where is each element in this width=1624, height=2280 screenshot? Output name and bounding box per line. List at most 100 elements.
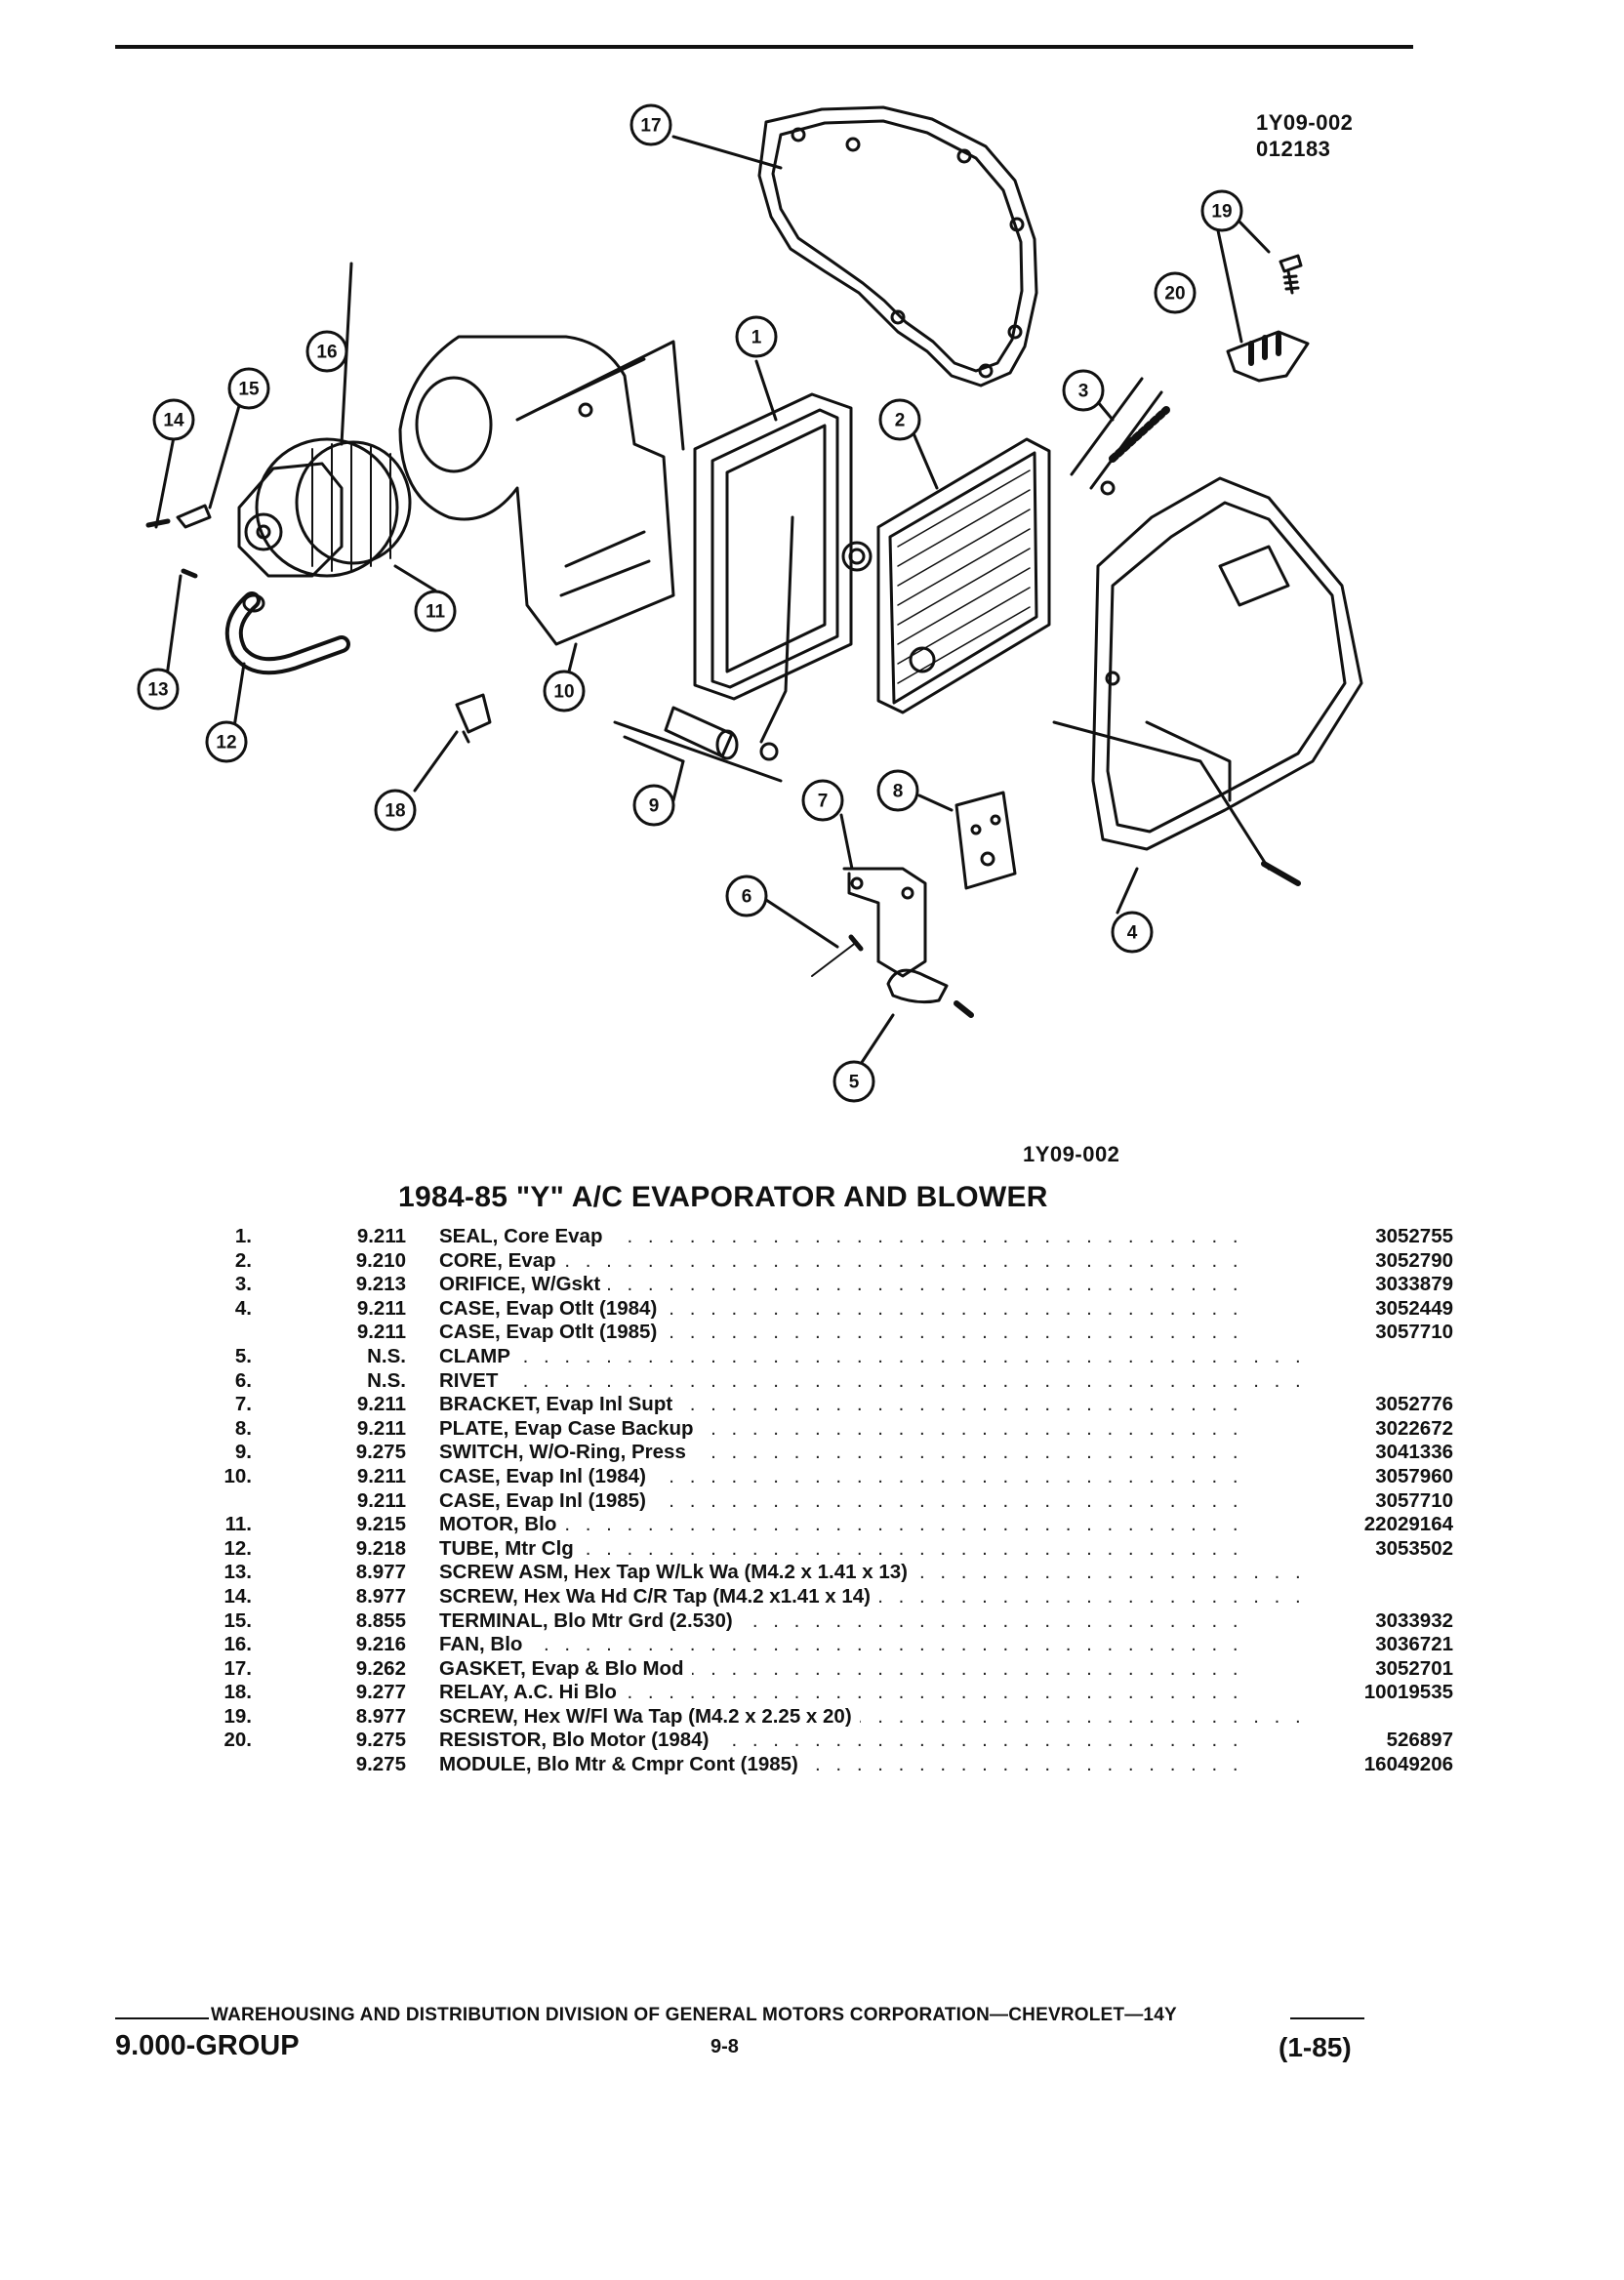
callout-10: 10 — [543, 670, 586, 712]
group-number: 8.855 — [355, 1608, 406, 1632]
item-number: 4. — [234, 1296, 252, 1320]
svg-text:20: 20 — [1164, 284, 1185, 305]
part-description: . . . . . . . . . . . . . . . . . . . . … — [439, 1441, 1313, 1465]
evap-core-part — [759, 437, 1051, 744]
item-number: 8. — [234, 1416, 252, 1440]
part-description: . . . . . . . . . . . . . . . . . . . . … — [439, 1729, 1313, 1753]
footer-organization: WAREHOUSING AND DISTRIBUTION DIVISION OF… — [211, 2005, 1177, 2025]
parts-list: 1.9.211. . . . . . . . . . . . . . . . .… — [209, 1225, 1453, 1777]
part-number: 3033932 — [1238, 1608, 1453, 1634]
part-description: . . . . . . . . . . . . . . . . . . . . … — [439, 1393, 1313, 1417]
part-name: SWITCH, W/O-Ring, Press — [439, 1441, 694, 1464]
part-name: SCREW, Hex W/Fl Wa Tap (M4.2 x 2.25 x 20… — [439, 1704, 860, 1728]
part-description: . . . . . . . . . . . . . . . . . . . . … — [439, 1416, 1313, 1442]
parts-row: 19.8.977. . . . . . . . . . . . . . . . … — [209, 1704, 1313, 1730]
parts-row: 5. N.S. . . . . . . . . . . . . . . . . . … — [209, 1344, 1313, 1369]
figure-id-top: 1Y09-002 012183 — [1256, 109, 1353, 162]
part-number: 3053502 — [1238, 1536, 1453, 1562]
parts-row: 8. 9.211 . . . . . . . . . . . . . . . . .… — [209, 1416, 1453, 1442]
part-description: . . . . . . . . . . . . . . . . . . . . … — [439, 1704, 1313, 1730]
parts-row: 9.9.275. . . . . . . . . . . . . . . . .… — [209, 1441, 1453, 1465]
item-number: 18. — [223, 1681, 253, 1704]
part-description: . . . . . . . . . . . . . . . . . . . . … — [439, 1273, 1313, 1297]
dot-leader: . . . . . . . . . . . . . . . . . . . . … — [439, 1344, 1313, 1367]
callout-18: 18 — [374, 789, 417, 832]
callout-16: 16 — [305, 330, 348, 373]
part-name: CLAMP — [439, 1344, 518, 1367]
callout-6: 6 — [725, 875, 768, 917]
part-name: SCREW ASM, Hex Tap W/Lk Wa (M4.2 x 1.41 … — [439, 1561, 915, 1584]
group-number: 9.211 — [356, 1416, 406, 1440]
group-number: N.S. — [367, 1344, 406, 1367]
part-number: 3052449 — [1238, 1296, 1453, 1322]
parts-row: 7.9.211. . . . . . . . . . . . . . . . .… — [209, 1393, 1453, 1417]
callout-7: 7 — [801, 779, 844, 822]
callout-12: 12 — [205, 720, 248, 763]
part-name: MODULE, Blo Mtr & Cmpr Cont (1985) — [439, 1753, 806, 1776]
part-name: CASE, Evap Otlt (1985) — [439, 1321, 666, 1344]
parts-row: 15.8.855. . . . . . . . . . . . . . . . … — [209, 1608, 1453, 1634]
top-rule — [115, 45, 1413, 49]
svg-text:10: 10 — [553, 682, 574, 703]
parts-row: 2. 9.210 . . . . . . . . . . . . . . . . .… — [209, 1248, 1453, 1274]
part-description: . . . . . . . . . . . . . . . . . . . . … — [439, 1681, 1313, 1705]
group-number: 9.210 — [355, 1248, 406, 1272]
group-number: 8.977 — [355, 1584, 406, 1608]
item-number: 20. — [223, 1729, 253, 1752]
group-number: 9.277 — [355, 1681, 406, 1704]
item-number: 10. — [223, 1464, 253, 1487]
part-number: 3052755 — [1238, 1225, 1453, 1249]
part-name: RESISTOR, Blo Motor (1984) — [439, 1729, 717, 1752]
part-name: FAN, Blo — [439, 1633, 531, 1656]
part-description: . . . . . . . . . . . . . . . . . . . . … — [439, 1464, 1313, 1489]
callout-9: 9 — [632, 784, 675, 827]
resistor-part — [1226, 330, 1310, 383]
parts-row: 3.9.213. . . . . . . . . . . . . . . . .… — [209, 1273, 1453, 1297]
part-number: 3033879 — [1238, 1273, 1453, 1297]
dot-leader: . . . . . . . . . . . . . . . . . . . . … — [439, 1536, 1313, 1560]
group-number: 9.275 — [355, 1729, 406, 1752]
parts-row: 4.9.211. . . . . . . . . . . . . . . . .… — [209, 1296, 1453, 1322]
dot-leader: . . . . . . . . . . . . . . . . . . . . … — [439, 1273, 1313, 1296]
group-number: 9.211 — [356, 1225, 406, 1247]
exploded-diagram: 17 1 2 3 19 20 4 5 6 7 8 9 10 11 12 13 1… — [137, 103, 1363, 1103]
figure-code: 012183 — [1256, 137, 1331, 161]
dot-leader: . . . . . . . . . . . . . . . . . . . . … — [439, 1488, 1313, 1512]
item-number: 15. — [223, 1608, 253, 1632]
figure-id-bottom: 1Y09-002 — [1023, 1142, 1120, 1166]
svg-text:5: 5 — [849, 1073, 860, 1093]
part-description: . . . . . . . . . . . . . . . . . . . . … — [439, 1321, 1313, 1345]
item-number: 14. — [223, 1584, 253, 1608]
group-number: 8.977 — [355, 1561, 406, 1584]
part-number: 3057710 — [1238, 1488, 1453, 1514]
group-number: 9.211 — [356, 1464, 406, 1487]
part-number: 526897 — [1238, 1729, 1453, 1754]
callout-11: 11 — [414, 590, 457, 632]
screw-13-part — [181, 568, 198, 579]
evap-outlet-case-part — [1052, 476, 1363, 886]
item-number: 13. — [223, 1561, 253, 1584]
group-number: 9.215 — [355, 1513, 406, 1536]
part-description: . . . . . . . . . . . . . . . . . . . . … — [439, 1561, 1313, 1585]
part-number: 10019535 — [1238, 1681, 1453, 1705]
dot-leader: . . . . . . . . . . . . . . . . . . . . … — [439, 1368, 1313, 1392]
part-description: . . . . . . . . . . . . . . . . . . . . … — [439, 1248, 1313, 1274]
callout-17: 17 — [629, 103, 672, 146]
relay-part — [455, 693, 492, 744]
part-name: SCREW, Hex Wa Hd C/R Tap (M4.2 x1.41 x 1… — [439, 1584, 879, 1608]
item-number: 5. — [234, 1344, 252, 1367]
footer-date-code: (1-85) — [1279, 2032, 1352, 2062]
backup-plate-part — [954, 791, 1017, 890]
parts-row: 6.N.S.. . . . . . . . . . . . . . . . . … — [209, 1368, 1313, 1394]
callout-8: 8 — [876, 769, 919, 812]
part-name: CASE, Evap Otlt (1984) — [439, 1296, 666, 1320]
group-number: 9.216 — [355, 1633, 406, 1656]
parts-row: 20. 9.275 . . . . . . . . . . . . . . . . … — [209, 1729, 1453, 1754]
dot-leader: . . . . . . . . . . . . . . . . . . . . … — [439, 1633, 1313, 1656]
part-description: . . . . . . . . . . . . . . . . . . . . … — [439, 1536, 1313, 1562]
item-number: 2. — [234, 1248, 252, 1272]
screw-19-part — [1279, 254, 1303, 295]
footer-group: 9.000-GROUP — [115, 2030, 300, 2061]
parts-row: 10. 9.211 . . . . . . . . . . . . . . . . … — [209, 1464, 1453, 1489]
parts-row: 9.211. . . . . . . . . . . . . . . . . .… — [209, 1488, 1453, 1514]
